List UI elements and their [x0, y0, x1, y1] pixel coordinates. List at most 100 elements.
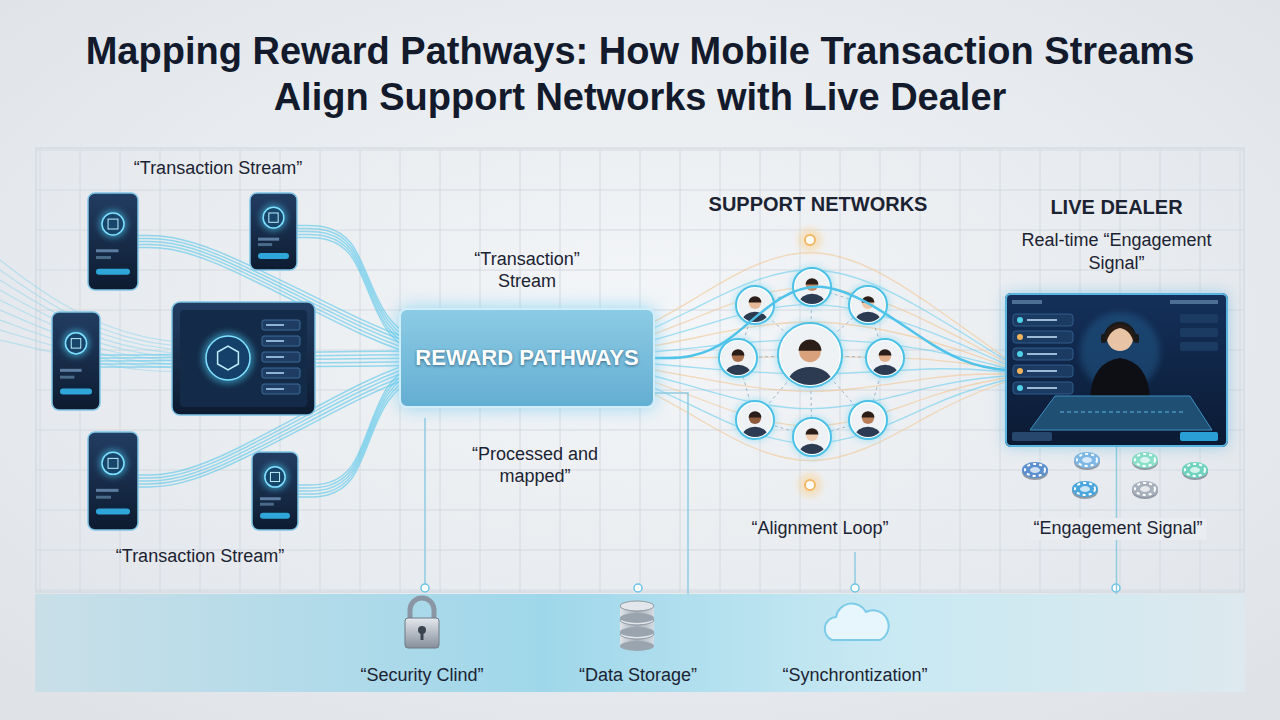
dealer-screen — [1017, 351, 1023, 357]
tablet-icon — [218, 346, 239, 370]
casino-chip — [1072, 481, 1098, 497]
tablet-icon — [266, 388, 284, 390]
casino-chip — [1077, 454, 1097, 466]
tablet-icon — [172, 302, 315, 415]
person-avatar — [879, 349, 892, 355]
tablet-icon — [202, 332, 254, 384]
person-avatar — [872, 365, 898, 384]
casino-chip — [1072, 481, 1098, 499]
phone-icon — [96, 496, 111, 499]
leader-line — [854, 552, 856, 588]
phone-icon — [260, 503, 274, 506]
phone-icon — [263, 207, 284, 228]
person-avatar — [806, 279, 818, 291]
dealer-screen — [1027, 387, 1057, 389]
flow-connector — [655, 393, 688, 594]
person-avatar — [732, 349, 745, 355]
padlock-icon — [405, 618, 439, 648]
dealer-screen — [1027, 353, 1057, 355]
person-avatar — [855, 312, 881, 331]
process-note: “Processed and mapped” — [444, 444, 627, 488]
casino-chip — [1182, 462, 1208, 480]
phone-icon — [108, 458, 118, 468]
person-avatar — [738, 403, 772, 446]
dealer-screen — [1012, 432, 1052, 441]
infrastructure-label: “Security Clind” — [360, 664, 483, 687]
casino-chip — [1190, 467, 1200, 473]
signal-label: Real-time “Engagement Signal” — [1017, 229, 1217, 274]
phone-icon — [96, 269, 130, 275]
cloud-icon — [825, 603, 889, 640]
network-flow — [607, 253, 1005, 461]
phone-icon — [102, 213, 124, 235]
flow-connector — [655, 287, 1005, 370]
glow-dot — [798, 228, 822, 252]
phone-icon — [96, 508, 130, 514]
person-avatar — [725, 365, 751, 384]
person-avatar — [749, 412, 761, 424]
phone-icon — [96, 256, 111, 259]
phone-icon — [99, 449, 127, 477]
database-icon — [620, 627, 654, 637]
dealer-screen — [1170, 300, 1218, 304]
phone-icon — [62, 330, 89, 357]
dealer-screen — [1012, 300, 1042, 304]
glow-dot — [798, 228, 822, 252]
phone-icon — [96, 489, 119, 492]
tablet-icon — [262, 352, 300, 362]
dealer-screen — [1027, 370, 1057, 372]
phone-icon — [52, 312, 100, 410]
phone-icon — [88, 193, 138, 290]
person-avatar — [851, 403, 885, 446]
person-avatar — [868, 341, 902, 384]
phone-icon — [262, 464, 288, 490]
database-icon — [620, 601, 654, 651]
tablet-icon — [180, 310, 307, 407]
phone-icon — [250, 193, 297, 270]
person-avatar — [780, 325, 840, 400]
glow-dot — [805, 235, 815, 245]
dealer-screen — [1027, 319, 1057, 321]
phone-icon — [96, 249, 119, 252]
tablet-icon — [266, 324, 284, 326]
casino-chip — [1074, 452, 1100, 470]
tablet-icon — [262, 384, 300, 394]
network-flow — [607, 253, 1005, 358]
stream-label: “Transaction” Stream — [448, 249, 606, 293]
leader-line — [851, 584, 859, 592]
person-avatar — [749, 297, 761, 309]
casino-chip — [1132, 481, 1158, 497]
dealer-screen — [1180, 314, 1218, 323]
phone-icon — [88, 432, 138, 530]
padlock-icon — [410, 598, 434, 620]
person-avatar — [749, 296, 762, 302]
phone-icon — [252, 452, 298, 530]
person-avatar — [775, 320, 845, 400]
person-avatar — [742, 312, 768, 331]
phone-icon — [258, 253, 289, 259]
phone-icon — [65, 333, 86, 354]
person-avatar — [795, 420, 829, 463]
infrastructure-band: “Security Clind”“Data Storage”“Synchront… — [35, 594, 1245, 692]
grid-line — [36, 148, 1244, 592]
phone-icon — [71, 339, 81, 349]
phone-icon — [269, 213, 278, 222]
grid-line — [36, 190, 1244, 191]
phone-icon — [252, 452, 298, 530]
casino-chip — [1135, 483, 1155, 495]
person-avatar — [806, 429, 818, 441]
cloud-icon — [825, 603, 889, 640]
stream-label: “Transaction Stream” — [112, 546, 288, 568]
person-avatar — [846, 283, 890, 331]
casino-chip — [1022, 462, 1048, 480]
person-avatar — [862, 411, 875, 417]
grid-line — [920, 150, 921, 592]
person-avatar — [862, 412, 874, 424]
casino-chip — [1082, 457, 1092, 463]
phone-icon — [88, 193, 138, 290]
casino-chip — [1025, 464, 1045, 476]
dealer-screen — [1017, 334, 1023, 340]
person-avatar — [721, 341, 755, 384]
grid-line — [36, 150, 1244, 151]
